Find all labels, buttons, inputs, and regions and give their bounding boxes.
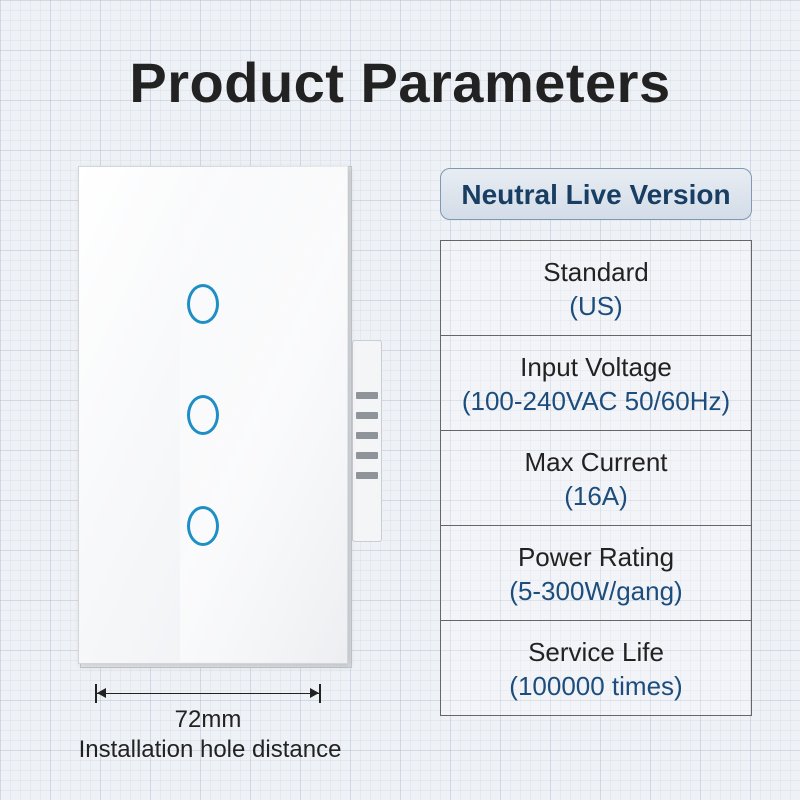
dimension-label: Installation hole distance <box>78 736 342 763</box>
vent-slot <box>356 432 378 439</box>
spec-name: Standard <box>543 257 649 287</box>
spec-name: Input Voltage <box>520 352 672 382</box>
spec-row-service-life: Service Life (100000 times) <box>441 621 751 716</box>
touch-button-2 <box>187 395 219 435</box>
version-badge: Neutral Live Version <box>440 168 752 220</box>
spec-value: (US) <box>569 291 623 321</box>
spec-name: Max Current <box>524 447 668 477</box>
spec-value: (16A) <box>564 481 628 511</box>
spec-table: Standard (US) Input Voltage (100-240VAC … <box>440 240 752 716</box>
spec-name: Power Rating <box>517 542 675 572</box>
vent-slot <box>356 412 378 419</box>
spec-value: (100000 times) <box>509 671 683 701</box>
spec-value: (100-240VAC 50/60Hz) <box>461 386 731 416</box>
spec-value: (5-300W/gang) <box>509 576 683 606</box>
vent-slot <box>356 392 378 399</box>
dimension-line <box>96 693 320 694</box>
switch-back-box <box>352 340 382 542</box>
page-title: Product Parameters <box>129 51 671 114</box>
spec-name: Service Life <box>528 637 664 667</box>
vent-slot <box>356 452 378 459</box>
dimension-value: 72mm <box>174 706 242 733</box>
arrow-left-icon <box>97 688 106 698</box>
spec-row-max-current: Max Current (16A) <box>441 431 751 526</box>
dimension-tick-right <box>319 684 321 703</box>
spec-row-power-rating: Power Rating (5-300W/gang) <box>441 526 751 621</box>
touch-button-3 <box>187 506 219 546</box>
spec-row-standard: Standard (US) <box>441 241 751 336</box>
touch-button-1 <box>187 284 219 324</box>
vent-slot <box>356 472 378 479</box>
spec-row-input-voltage: Input Voltage (100-240VAC 50/60Hz) <box>441 336 751 431</box>
arrow-right-icon <box>310 688 319 698</box>
